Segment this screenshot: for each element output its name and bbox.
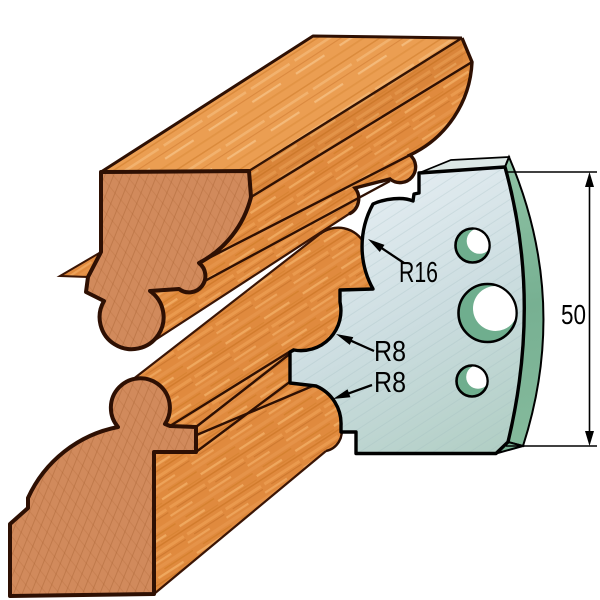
svg-text:R8: R8 bbox=[374, 367, 406, 399]
svg-text:R8: R8 bbox=[374, 336, 406, 368]
svg-text:50: 50 bbox=[561, 299, 586, 330]
svg-text:R16: R16 bbox=[399, 257, 438, 289]
